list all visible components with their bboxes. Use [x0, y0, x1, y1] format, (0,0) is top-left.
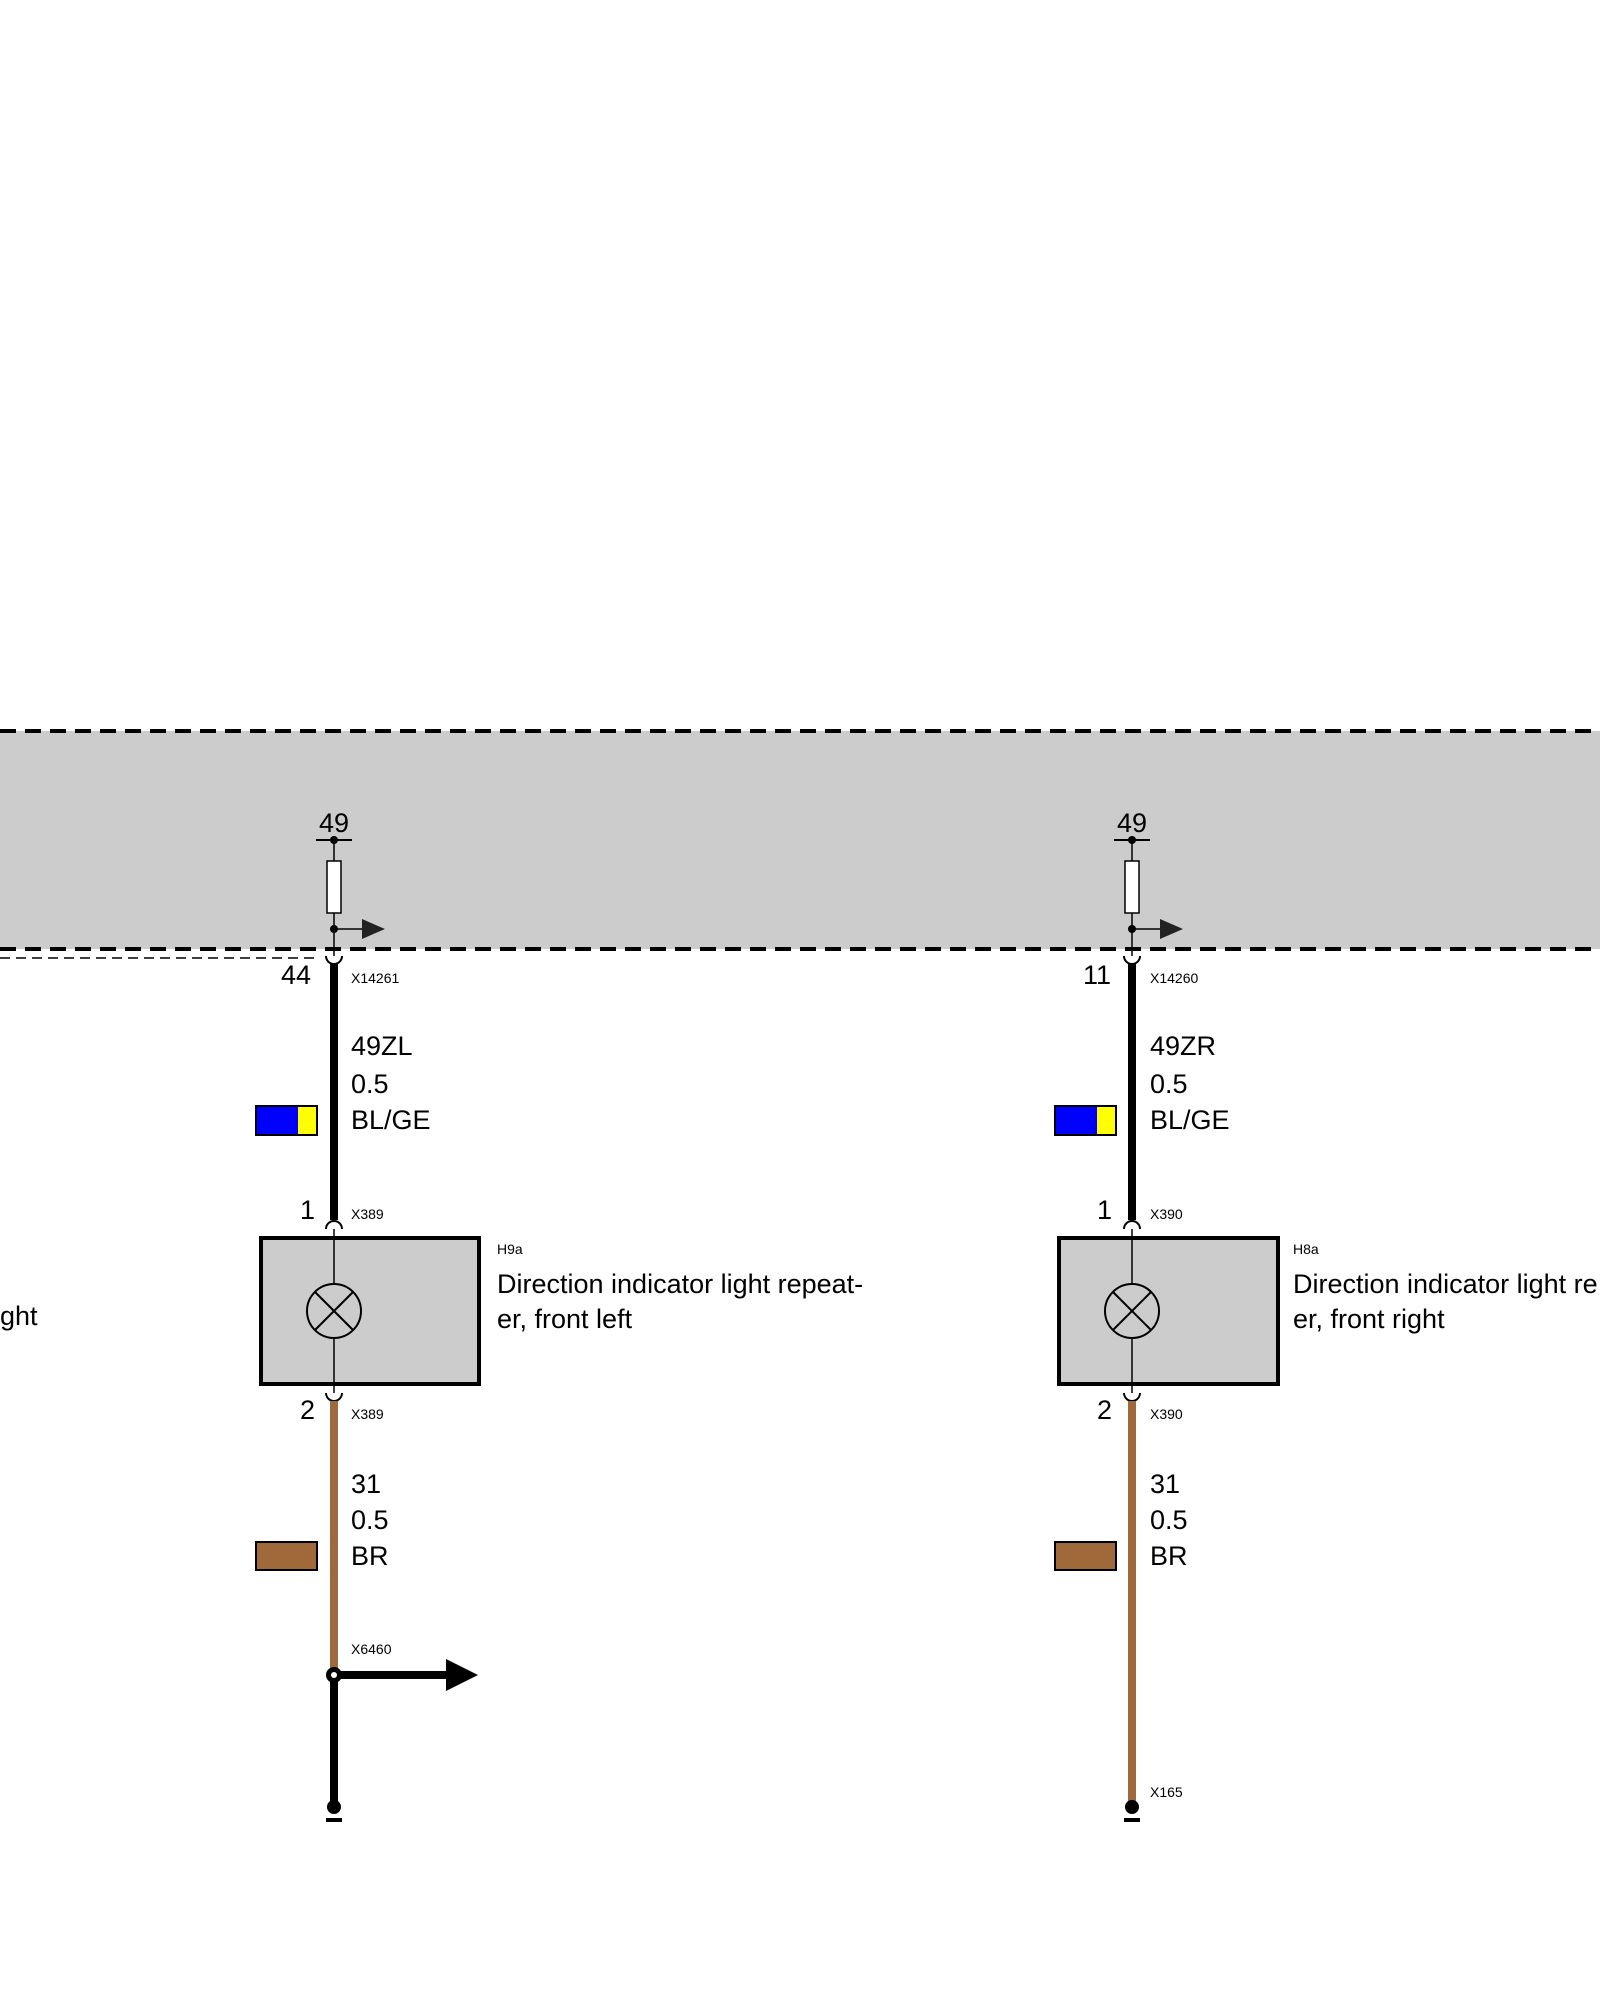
right-upper-wire-color-swatch [1054, 1105, 1117, 1136]
left-component-pin1-contact-icon [325, 1220, 343, 1230]
right-lower-wire-color-code: BR [1150, 1541, 1188, 1571]
left-lower-wire-color-swatch [255, 1541, 318, 1571]
left-component-pin2: 2 [300, 1395, 315, 1425]
right-component-pin1-connector: X390 [1150, 1206, 1183, 1222]
right-module-pin-contact-icon [1123, 955, 1141, 965]
right-component-name-line1: Direction indicator light re [1293, 1269, 1598, 1299]
right-module-pin: 11 [1083, 960, 1111, 990]
left-upper-wire-color-code: BL/GE [351, 1105, 431, 1135]
left-module-pin: 44 [281, 960, 311, 990]
left-component-pin1-connector: X389 [351, 1206, 384, 1222]
right-module-connector: X14260 [1150, 970, 1198, 986]
right-component-pin2: 2 [1097, 1395, 1112, 1425]
right-circuit: 49 11 X14260 49ZR 0.5 BL/GE 1 X390 H8a [1054, 808, 1598, 1822]
left-splice-node-center [331, 1672, 337, 1678]
left-output-arrow-icon [362, 919, 385, 939]
right-lower-wire-size: 0.5 [1150, 1505, 1188, 1535]
right-upper-wire-size: 0.5 [1150, 1069, 1188, 1099]
right-ground-icon [1124, 1800, 1140, 1822]
left-splice-arrow-icon [446, 1659, 478, 1691]
left-component-id: H9a [497, 1241, 523, 1257]
left-terminal-label: 49 [319, 808, 349, 838]
left-component-box [259, 1236, 481, 1386]
partial-left-label: ght [0, 1301, 38, 1331]
right-upper-wire-color-code: BL/GE [1150, 1105, 1230, 1135]
right-component-box [1057, 1236, 1280, 1386]
right-fuse-icon [1124, 860, 1140, 914]
left-lower-wire-size: 0.5 [351, 1505, 389, 1535]
right-component-id: H8a [1293, 1241, 1319, 1257]
left-splice-connector: X6460 [351, 1641, 392, 1657]
right-component-name-line2: er, front right [1293, 1304, 1445, 1334]
right-terminal-label: 49 [1117, 808, 1147, 838]
right-upper-wire-id: 49ZR [1150, 1031, 1216, 1061]
left-ground-icon [326, 1800, 342, 1822]
control-module-region [0, 731, 1600, 949]
left-component-name-line1: Direction indicator light repeat- [497, 1269, 863, 1299]
right-ground-connector: X165 [1150, 1784, 1183, 1800]
left-upper-wire-size: 0.5 [351, 1069, 389, 1099]
right-component-pin2-connector: X390 [1150, 1406, 1183, 1422]
left-module-pin-contact-icon [325, 955, 343, 965]
left-module-connector: X14261 [351, 970, 399, 986]
right-output-arrow-icon [1160, 919, 1183, 939]
left-fuse-icon [326, 860, 342, 914]
left-upper-wire-color-swatch [255, 1105, 318, 1136]
right-component-pin2-contact-icon [1123, 1392, 1141, 1402]
right-component-pin1: 1 [1097, 1195, 1112, 1225]
right-lower-wire-id: 31 [1150, 1469, 1180, 1499]
left-circuit: 49 44 X14261 49ZL 0.5 BL/GE 1 X389 [255, 808, 863, 1822]
left-lower-wire-id: 31 [351, 1469, 381, 1499]
right-lower-wire-color-swatch [1054, 1541, 1117, 1571]
left-lamp-icon [306, 1283, 362, 1339]
left-component-pin2-connector: X389 [351, 1406, 384, 1422]
left-upper-wire-id: 49ZL [351, 1031, 413, 1061]
right-component-pin1-contact-icon [1123, 1220, 1141, 1230]
left-lower-wire-color-code: BR [351, 1541, 389, 1571]
left-component-name-line2: er, front left [497, 1304, 633, 1334]
left-component-pin1: 1 [300, 1195, 315, 1225]
left-component-pin2-contact-icon [325, 1392, 343, 1402]
right-lamp-icon [1104, 1283, 1160, 1339]
